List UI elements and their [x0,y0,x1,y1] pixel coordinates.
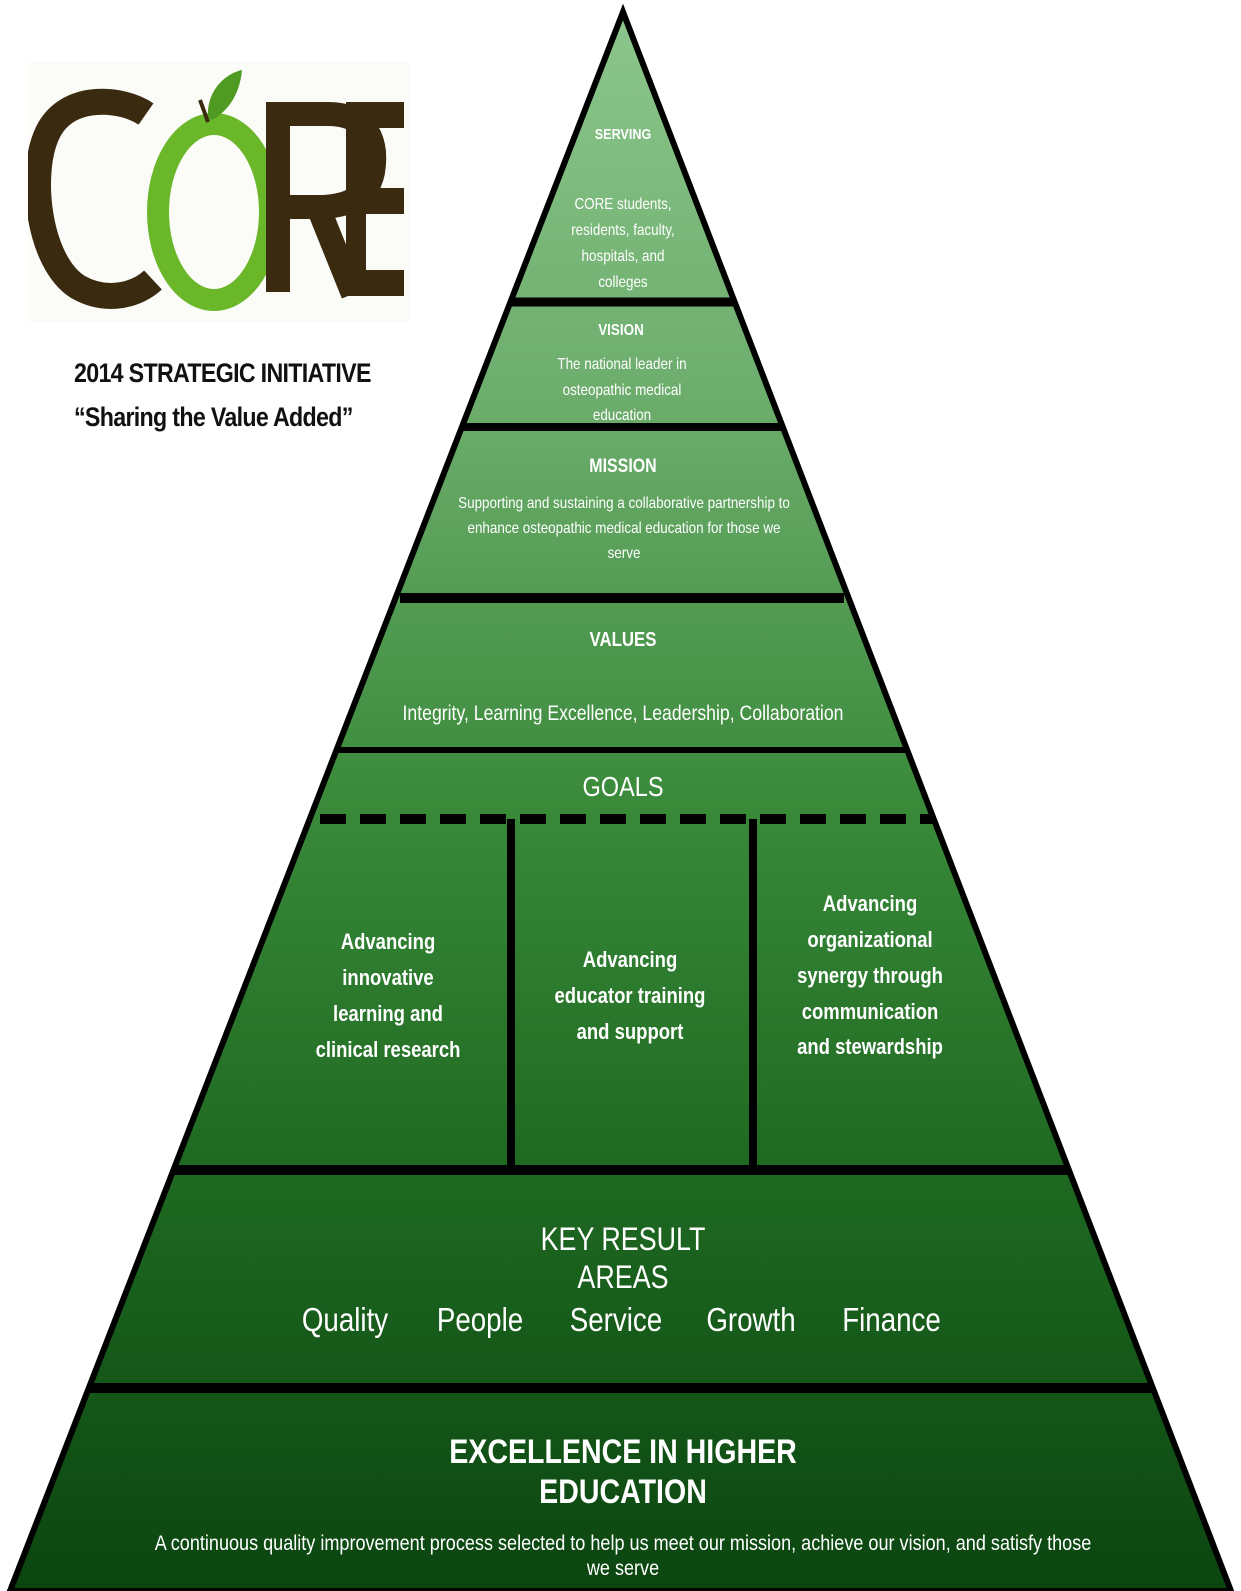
serving-body: CORE students, residents, faculty, hospi… [571,196,675,291]
goals-heading: GOALS [582,771,664,802]
kra-item-finance: Finance [842,1301,941,1338]
mission-body: Supporting and sustaining a collaborativ… [458,495,790,562]
vision-body: The national leader in osteopathic medic… [557,356,687,425]
core-logo-mark [28,70,404,311]
kra-heading: KEY RESULT AREAS [540,1221,706,1295]
kra-item-people: People [436,1301,524,1338]
initiative-title: 2014 STRATEGIC INITIATIVE [74,358,371,388]
excellence-body: A continuous quality improvement process… [154,1532,1092,1580]
mission-heading: MISSION [589,456,657,477]
core-logo [28,62,411,322]
goal-item-1: Advancing innovative learning and clinic… [315,929,461,1062]
leaf-icon [207,70,242,120]
values-heading: VALUES [589,629,657,651]
initiative-subtitle: “Sharing the Value Added” [74,402,353,432]
kra-item-quality: Quality [301,1301,389,1338]
pyramid-body [6,3,1235,1591]
kra-item-growth: Growth [706,1301,796,1338]
logo-letter-e [346,102,404,296]
kra-item-service: Service [569,1301,663,1338]
logo-letter-c [28,88,162,309]
goal-item-2: Advancing educator training and support [554,947,706,1044]
vision-heading: VISION [598,322,644,339]
goal-item-3: Advancing organizational synergy through… [797,891,943,1060]
serving-heading: SERVING [594,126,652,143]
excellence-heading: EXCELLENCE IN HIGHER EDUCATION [449,1433,797,1512]
values-body: Integrity, Learning Excellence, Leadersh… [402,702,844,725]
